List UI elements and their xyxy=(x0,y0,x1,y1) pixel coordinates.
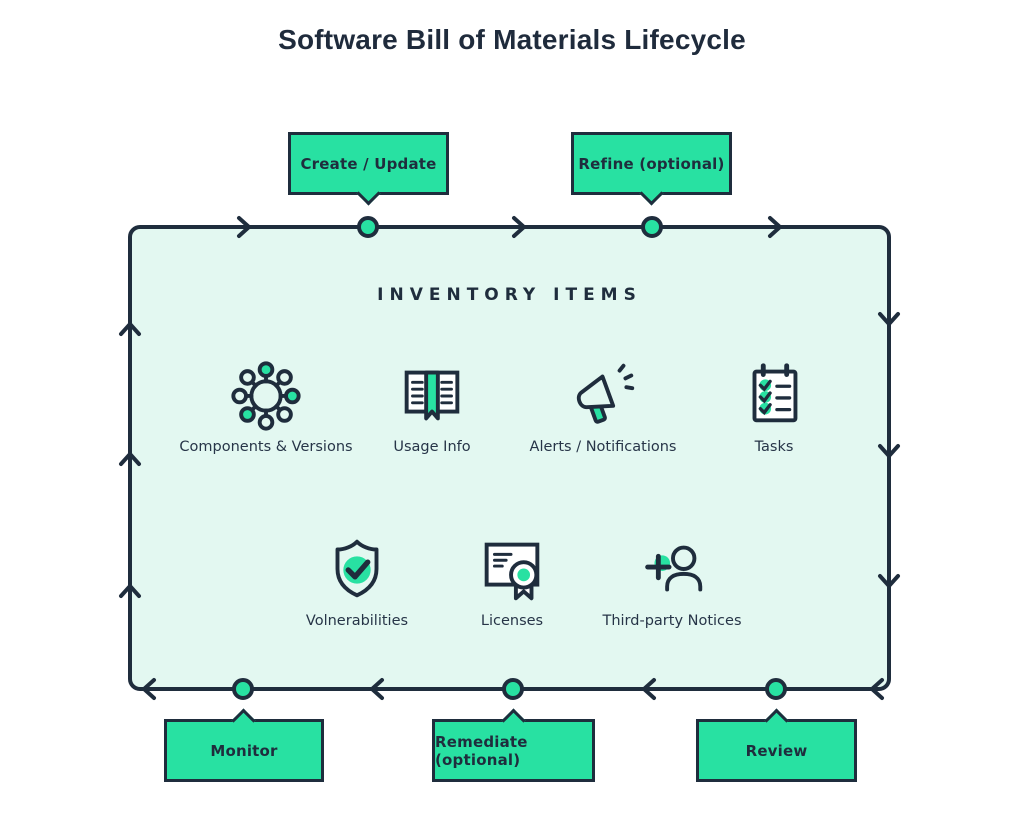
node-monitor xyxy=(232,678,254,700)
inventory-item-usage-info: Usage Info xyxy=(342,356,522,455)
flow-arrow xyxy=(768,216,783,238)
flow-arrow xyxy=(369,678,384,700)
alerts-notifications-icon xyxy=(576,363,635,424)
inventory-item-alerts: Alerts / Notifications xyxy=(513,356,693,455)
flow-arrow xyxy=(141,678,156,700)
item-label: Volnerabilities xyxy=(305,613,409,629)
stage-remediate: Remediate (optional) xyxy=(432,708,595,782)
flow-nodes xyxy=(232,216,787,700)
components-versions-icon xyxy=(231,361,301,431)
stage-label: Remediate (optional) xyxy=(435,732,528,769)
inventory-item-third-party: Third-party Notices xyxy=(582,530,762,629)
flow-arrow xyxy=(878,444,900,459)
item-label: Tasks xyxy=(754,439,794,455)
flow-arrows xyxy=(119,216,900,700)
licenses-icon xyxy=(484,542,540,601)
stage-review: Review xyxy=(696,708,857,782)
inventory-item-licenses: Licenses xyxy=(422,530,602,629)
inventory-title: INVENTORY ITEMS xyxy=(377,285,642,305)
flow-arrow xyxy=(512,216,527,238)
page-title: Software Bill of Materials Lifecycle xyxy=(278,24,746,55)
flow-arrow xyxy=(641,678,656,700)
item-label: Third-party Notices xyxy=(602,613,742,629)
node-review xyxy=(765,678,787,700)
node-remediate xyxy=(502,678,524,700)
inventory-item-components: Components & Versions xyxy=(176,356,356,455)
node-refine xyxy=(641,216,663,238)
flow-arrow xyxy=(878,574,900,589)
stage-monitor: Monitor xyxy=(164,708,324,782)
stage-label: Review xyxy=(745,741,808,760)
item-label: Usage Info xyxy=(393,439,471,455)
inventory-item-vulnerabilities: Volnerabilities xyxy=(267,530,447,629)
inventory-item-tasks: Tasks xyxy=(684,356,864,455)
stage-label: Create / Update xyxy=(300,154,437,173)
item-label: Alerts / Notifications xyxy=(529,439,677,455)
flow-arrow xyxy=(119,583,141,598)
tasks-icon xyxy=(752,363,798,423)
node-create-update xyxy=(357,216,379,238)
usage-info-icon xyxy=(404,370,460,421)
stage-label: Refine (optional) xyxy=(578,154,725,173)
flow-arrow xyxy=(119,451,141,466)
flow-arrow xyxy=(878,312,900,327)
flow-arrow xyxy=(119,321,141,336)
item-label: Components & Versions xyxy=(179,439,353,455)
stage-label: Monitor xyxy=(210,741,278,760)
stage-refine: Refine (optional) xyxy=(571,132,732,206)
stage-create-update: Create / Update xyxy=(288,132,449,206)
flow-arrow xyxy=(869,678,884,700)
item-label: Licenses xyxy=(480,613,544,629)
vulnerabilities-icon xyxy=(335,539,379,598)
third-party-notices-icon xyxy=(645,545,703,592)
flow-arrow xyxy=(237,216,252,238)
